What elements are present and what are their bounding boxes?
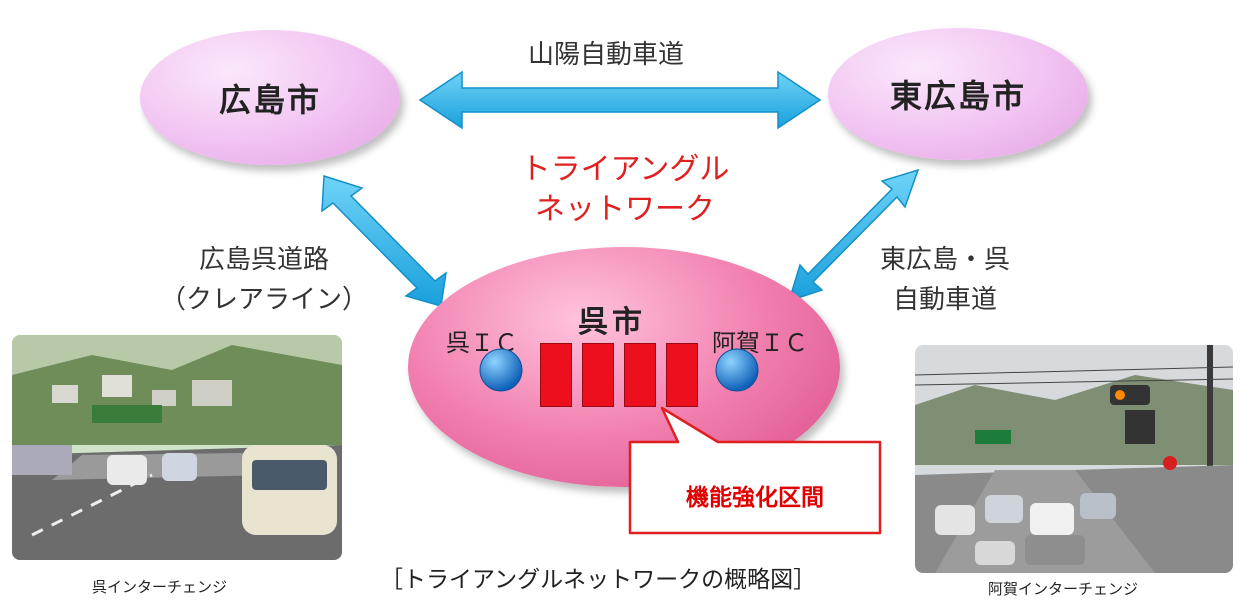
section-block — [624, 343, 656, 407]
sanyo-expressway-label: 山陽自動車道 — [528, 40, 685, 70]
callout-bubble — [628, 406, 882, 535]
aga-ic-photo — [915, 345, 1233, 573]
aga-ic-marker — [715, 348, 759, 392]
figure-caption: ［トライアングルネットワークの概略図］ — [380, 567, 817, 593]
section-block — [582, 343, 614, 407]
higashi-kure-road-name-2: 自動車道 — [893, 285, 998, 315]
kure-city-label: 呉市 — [578, 305, 646, 340]
sanyo-arrow — [418, 70, 822, 130]
triangle-network-label: トライアングル ネットワーク — [500, 150, 750, 230]
kure-ic-photo — [12, 335, 342, 560]
section-block — [666, 343, 698, 407]
higashi-hiroshima-city-label: 東広島市 — [889, 77, 1026, 115]
section-block — [540, 343, 572, 407]
kure-ic-photo-image — [12, 335, 342, 560]
aga-ic-photo-image — [915, 345, 1233, 573]
higashi-kure-road-label: 東広島・呉 自動車道 — [880, 240, 1010, 320]
hiroshima-city-label: 広島市 — [218, 80, 321, 119]
hiroshima-kure-road-name: 広島呉道路 — [199, 245, 330, 275]
hiroshima-city-node: 広島市 — [140, 30, 400, 165]
higashi-kure-road-name-1: 東広島・呉 — [880, 245, 1011, 275]
kure-city-node: 呉市 呉ＩＣ 阿賀ＩＣ — [408, 247, 840, 487]
higashi-hiroshima-city-node: 東広島市 — [828, 28, 1088, 160]
hiroshima-kure-road-nickname: （クレアライン） — [160, 285, 369, 315]
triangle-network-line1: トライアングル — [520, 152, 730, 187]
aga-ic-photo-caption: 阿賀インターチェンジ — [988, 580, 1139, 598]
triangle-network-line2: ネットワーク — [535, 192, 715, 227]
hiroshima-kure-road-label: 広島呉道路 （クレアライン） — [160, 240, 368, 320]
kure-ic-marker — [479, 348, 523, 392]
kure-ic-photo-caption: 呉インターチェンジ — [92, 578, 228, 596]
enhanced-section-callout-text: 機能強化区間 — [686, 485, 824, 511]
